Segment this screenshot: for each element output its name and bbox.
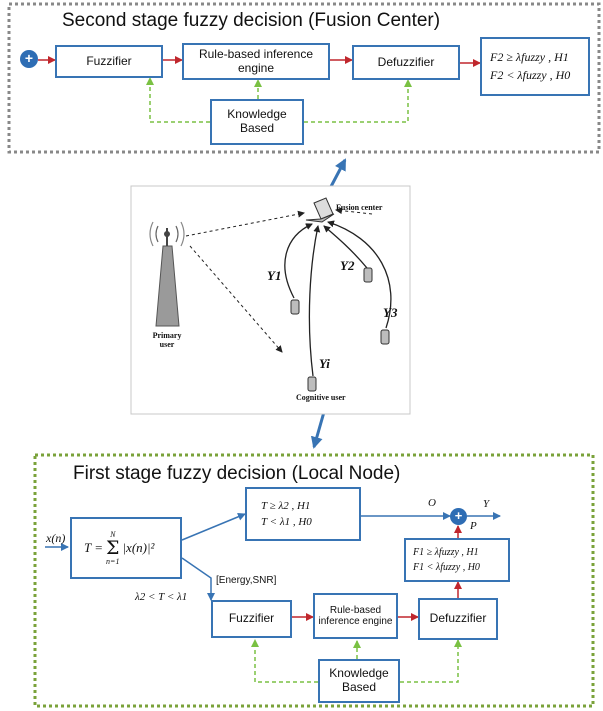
phone-icon-yi: [307, 376, 317, 392]
p-label: P: [470, 520, 477, 532]
fusion-center-laptop-icon: [305, 197, 335, 223]
top-defuzzifier-box: Defuzzifier: [352, 45, 460, 80]
bottom-green-knowledge-left: [251, 639, 318, 683]
cognitive-user-label: Cognitive user: [296, 393, 346, 402]
energy-sum-top: N: [110, 529, 116, 539]
link-y3: [327, 220, 392, 329]
bottom-fuzzifier-box: Fuzzifier: [211, 600, 292, 638]
bottom-knowledge-box: Knowledge Based: [318, 659, 400, 703]
bottom-green-knowledge-right: [400, 639, 462, 683]
bottom-frame: [33, 453, 595, 708]
link-cluster-fusion: [335, 207, 373, 215]
link-yi: [308, 225, 321, 377]
sigma-symbol: Σ: [106, 537, 120, 559]
top-green-knowledge-left: [146, 77, 210, 123]
phone-icon-y2: [363, 267, 373, 283]
y2-label: Y2: [340, 258, 355, 273]
y3-label: Y3: [383, 305, 398, 320]
bottom-decision-line1: F1 ≥ λfuzzy , H1: [413, 547, 479, 558]
energy-snr-label: [Energy,SNR]: [216, 575, 277, 586]
primary-user-label: Primary user: [152, 331, 182, 349]
fusion-center-label: Fusion center: [336, 203, 383, 212]
yi-label: Yi: [319, 356, 330, 371]
bottom-decision-box: F1 ≥ λfuzzy , H1 F1 < λfuzzy , H0: [404, 538, 510, 582]
phone-icon-y3: [380, 329, 390, 345]
bottom-defuzzifier-box: Defuzzifier: [418, 598, 498, 640]
energy-formula-left: T =: [84, 539, 104, 555]
link-y2: [323, 225, 368, 269]
top-frame: [7, 2, 601, 154]
network-panel: [130, 185, 411, 415]
energy-box: T = N Σ n=1 |x(n)|²: [70, 517, 182, 579]
energy-formula-right: |x(n)|²: [122, 539, 155, 555]
o-label: O: [428, 497, 436, 509]
link-y1: [284, 223, 313, 299]
input-label: x(n): [46, 531, 66, 545]
top-fuzzifier-box: Fuzzifier: [55, 45, 163, 78]
bottom-decision-line2: F1 < λfuzzy , H0: [413, 561, 480, 573]
bottom-arrow-energy-fuzzifier: [181, 557, 215, 601]
link-primary-fusion: [185, 210, 305, 237]
top-decision-line2: F2 < λfuzzy , H0: [490, 67, 571, 82]
phone-icon-y1: [290, 299, 300, 315]
energy-sum: N Σ n=1: [106, 530, 119, 566]
top-decision-line1: F2 ≥ λfuzzy , H1: [490, 49, 569, 64]
y1-label: Y1: [267, 268, 282, 283]
bottom-sum-junction: +: [450, 508, 467, 525]
top-green-knowledge-right: [304, 79, 412, 123]
top-decision-box: F2 ≥ λfuzzy , H1 F2 < λfuzzy , H0: [480, 37, 590, 96]
top-knowledge-box: Knowledge Based: [210, 99, 304, 145]
y-output-label: Y: [483, 498, 490, 510]
primary-user-tower-icon: [149, 221, 185, 327]
bottom-arrow-energy-threshold: [181, 512, 246, 541]
energy-sum-bottom: n=1: [106, 557, 120, 566]
range-label: λ2 < T < λ1: [135, 591, 188, 603]
threshold-line1: T ≥ λ2 , H1: [261, 499, 311, 512]
threshold-line2: T < λ1 , H0: [261, 515, 312, 528]
link-primary-cognitive: [189, 245, 283, 353]
top-title: Second stage fuzzy decision (Fusion Cent…: [62, 10, 441, 31]
bottom-title: First stage fuzzy decision (Local Node): [73, 463, 401, 484]
threshold-box: T ≥ λ2 , H1 T < λ1 , H0: [245, 487, 361, 541]
top-sum-junction: +: [20, 50, 38, 68]
top-rule-engine-box: Rule-based inference engine: [182, 43, 330, 80]
bottom-rule-engine-box: Rule-based inference engine: [313, 593, 398, 639]
